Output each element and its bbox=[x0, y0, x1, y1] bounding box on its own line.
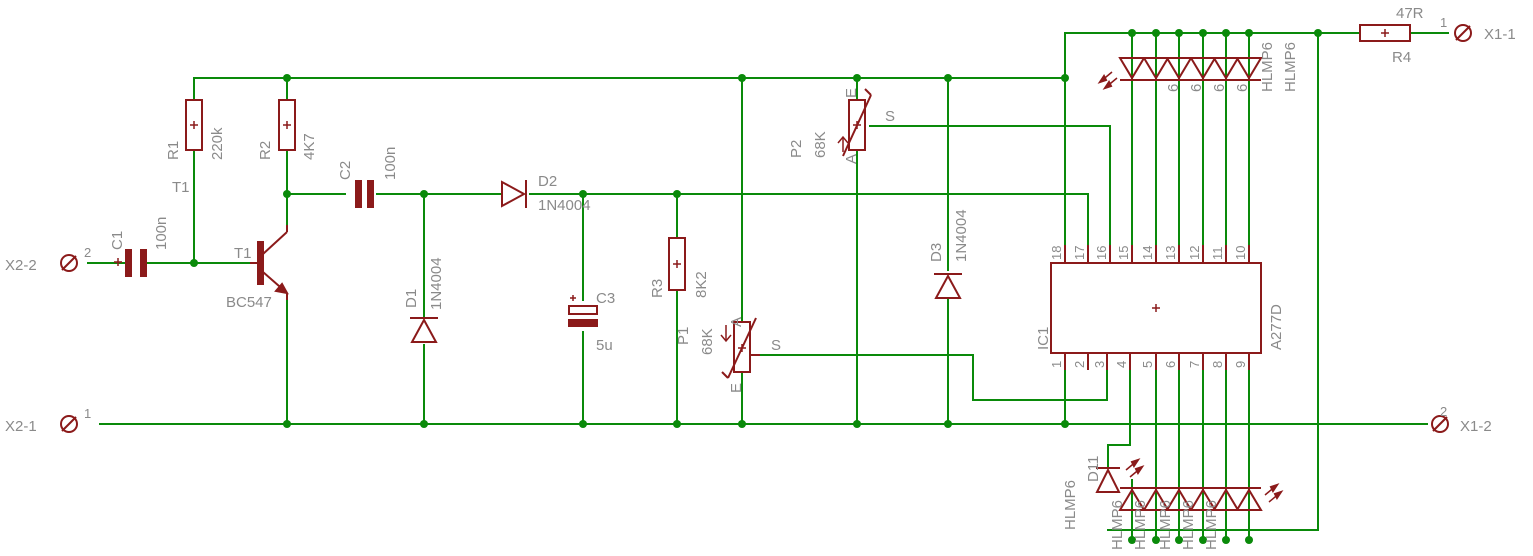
svg-text:X2-1: X2-1 bbox=[5, 418, 37, 435]
svg-text:HLMP6: HLMP6 bbox=[1259, 42, 1276, 92]
svg-text:3: 3 bbox=[1092, 361, 1107, 368]
svg-text:68K: 68K bbox=[699, 328, 716, 355]
svg-text:18: 18 bbox=[1049, 246, 1064, 260]
svg-text:47R: 47R bbox=[1396, 5, 1424, 22]
svg-text:A: A bbox=[728, 317, 745, 327]
svg-text:T1: T1 bbox=[172, 179, 190, 196]
led-array-top: 6 6 6 6 HLMP6 HLMP6 bbox=[1097, 42, 1299, 92]
svg-text:100n: 100n bbox=[382, 147, 399, 180]
svg-text:10: 10 bbox=[1233, 246, 1248, 260]
svg-text:HLMP6: HLMP6 bbox=[1157, 500, 1174, 550]
svg-text:P1: P1 bbox=[675, 327, 692, 345]
svg-text:8K2: 8K2 bbox=[693, 271, 710, 298]
svg-text:11: 11 bbox=[1210, 247, 1225, 261]
svg-text:5: 5 bbox=[1140, 361, 1155, 368]
svg-text:5u: 5u bbox=[596, 337, 613, 354]
svg-text:R3: R3 bbox=[649, 279, 666, 298]
led-array-bottom: HLMP6 D11 HLMP6 HLMP6 HLMP6 HLMP6 HLMP6 bbox=[1062, 456, 1284, 550]
svg-text:D3: D3 bbox=[928, 243, 945, 262]
svg-text:HLMP6: HLMP6 bbox=[1282, 42, 1299, 92]
svg-text:7: 7 bbox=[1187, 361, 1202, 368]
connector-x2-2: X2-2 2 bbox=[5, 245, 91, 274]
svg-text:A: A bbox=[843, 154, 860, 164]
resistor-r1: R1 220k bbox=[165, 99, 226, 160]
potentiometer-p1: P1 68K A E S bbox=[675, 317, 781, 393]
capacitor-c2: C2 100n bbox=[337, 147, 399, 208]
svg-text:2: 2 bbox=[1440, 404, 1447, 419]
svg-text:4: 4 bbox=[1114, 361, 1129, 368]
capacitor-c3: C3 5u bbox=[568, 290, 615, 354]
svg-text:8: 8 bbox=[1210, 361, 1225, 368]
svg-text:T1: T1 bbox=[234, 245, 252, 262]
svg-text:C3: C3 bbox=[596, 290, 615, 307]
svg-text:16: 16 bbox=[1094, 246, 1109, 260]
svg-text:2: 2 bbox=[1072, 361, 1087, 368]
svg-text:E: E bbox=[843, 88, 860, 98]
connector-x1-1: X1-1 1 bbox=[1440, 15, 1516, 43]
svg-text:1N4004: 1N4004 bbox=[953, 209, 970, 262]
svg-text:X1-1: X1-1 bbox=[1484, 26, 1516, 43]
svg-text:68K: 68K bbox=[812, 131, 829, 158]
svg-text:1N4004: 1N4004 bbox=[428, 257, 445, 310]
transistor-t1: T1 BC547 T1 bbox=[172, 179, 289, 311]
svg-text:A277D: A277D bbox=[1268, 304, 1285, 350]
svg-text:X1-2: X1-2 bbox=[1460, 418, 1492, 435]
resistor-r4: 47R R4 bbox=[1359, 5, 1424, 66]
svg-text:D11: D11 bbox=[1085, 456, 1102, 482]
capacitor-c1: C1 100n bbox=[109, 217, 170, 277]
svg-text:E: E bbox=[728, 383, 745, 393]
svg-text:15: 15 bbox=[1116, 246, 1131, 260]
svg-text:P2: P2 bbox=[788, 140, 805, 158]
svg-text:6: 6 bbox=[1234, 84, 1251, 92]
potentiometer-p2: P2 68K A E S bbox=[788, 88, 895, 164]
svg-text:HLMP6: HLMP6 bbox=[1132, 500, 1149, 550]
svg-text:HLMP6: HLMP6 bbox=[1062, 480, 1079, 530]
svg-text:S: S bbox=[885, 108, 895, 125]
svg-text:S: S bbox=[771, 337, 781, 354]
svg-text:BC547: BC547 bbox=[226, 294, 272, 311]
ic-ic1: 18 17 16 15 14 13 12 11 10 1 2 3 4 5 6 7… bbox=[1035, 245, 1285, 370]
svg-text:IC1: IC1 bbox=[1035, 327, 1052, 350]
svg-text:6: 6 bbox=[1211, 84, 1228, 92]
svg-text:17: 17 bbox=[1072, 246, 1087, 260]
svg-text:C2: C2 bbox=[337, 161, 354, 180]
svg-text:13: 13 bbox=[1163, 246, 1178, 260]
svg-text:220k: 220k bbox=[209, 127, 226, 160]
svg-text:12: 12 bbox=[1187, 246, 1202, 260]
svg-text:1: 1 bbox=[84, 406, 91, 421]
svg-text:HLMP6: HLMP6 bbox=[1203, 500, 1220, 550]
svg-text:D1: D1 bbox=[403, 289, 420, 308]
svg-text:R2: R2 bbox=[257, 141, 274, 160]
svg-text:1: 1 bbox=[1049, 361, 1064, 368]
svg-text:X2-2: X2-2 bbox=[5, 257, 37, 274]
svg-text:1N4004: 1N4004 bbox=[538, 197, 591, 214]
svg-text:C1: C1 bbox=[109, 231, 126, 250]
svg-text:6: 6 bbox=[1188, 84, 1205, 92]
svg-text:14: 14 bbox=[1140, 246, 1155, 260]
svg-text:9: 9 bbox=[1233, 361, 1248, 368]
svg-text:1: 1 bbox=[1440, 15, 1447, 30]
svg-text:R4: R4 bbox=[1392, 49, 1411, 66]
svg-text:R1: R1 bbox=[165, 141, 182, 160]
junctions bbox=[190, 29, 1322, 544]
wires bbox=[87, 32, 1449, 541]
svg-text:100n: 100n bbox=[153, 217, 170, 250]
resistor-r2: R2 4K7 bbox=[257, 99, 318, 160]
svg-text:4K7: 4K7 bbox=[301, 133, 318, 160]
resistor-r3: R3 8K2 bbox=[649, 237, 710, 298]
diode-d1: D1 1N4004 bbox=[403, 257, 445, 343]
diode-d2: D2 1N4004 bbox=[501, 173, 591, 214]
svg-text:HLMP6: HLMP6 bbox=[1180, 500, 1197, 550]
connector-x1-2: X1-2 2 bbox=[1431, 404, 1492, 435]
connector-x2-1: X2-1 1 bbox=[5, 406, 91, 435]
svg-text:6: 6 bbox=[1165, 84, 1182, 92]
svg-text:D2: D2 bbox=[538, 173, 557, 190]
diode-d3: D3 1N4004 bbox=[928, 209, 970, 299]
svg-text:2: 2 bbox=[84, 245, 91, 260]
svg-text:6: 6 bbox=[1163, 361, 1178, 368]
svg-text:HLMP6: HLMP6 bbox=[1109, 500, 1126, 550]
